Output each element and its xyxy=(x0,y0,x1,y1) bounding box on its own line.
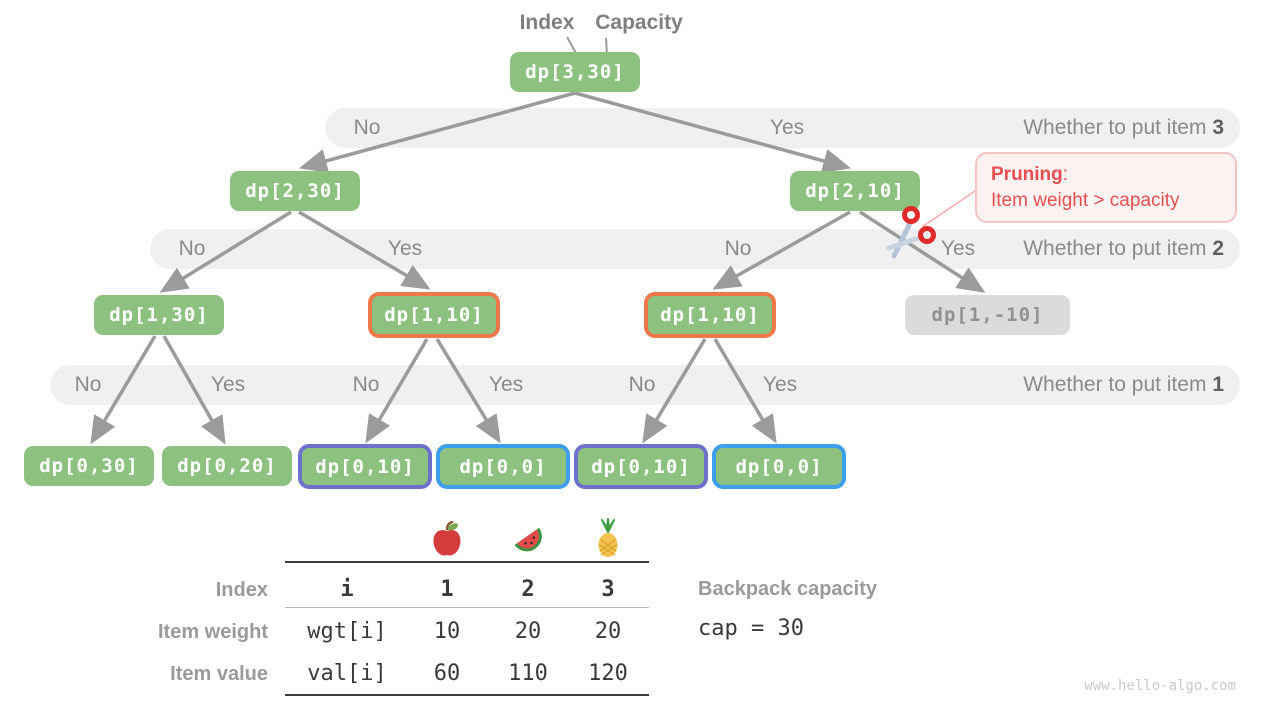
row-header-value: Item value xyxy=(170,663,268,685)
node-dp-1-10-left: dp[1,10] xyxy=(368,292,500,338)
decision-label: No xyxy=(628,373,656,396)
watermelon-icon xyxy=(510,523,546,562)
pruning-text: Item weight > capacity xyxy=(991,190,1180,211)
decision-label: Yes xyxy=(769,116,805,139)
node-dp-0-10-right: dp[0,10] xyxy=(574,444,708,489)
decision-label: Yes xyxy=(488,373,524,396)
table-cell: 10 xyxy=(433,619,461,644)
node-dp-0-20: dp[0,20] xyxy=(162,446,292,486)
table-cell: 3 xyxy=(601,577,615,602)
node-dp-1-neg10-pruned: dp[1,-10] xyxy=(905,295,1070,335)
table-cell: val[i] xyxy=(307,661,387,686)
decision-label: No xyxy=(724,237,752,260)
decision-label: Yes xyxy=(762,373,798,396)
decision-label: Yes xyxy=(940,237,976,260)
index-label: Index xyxy=(519,11,575,34)
node-dp-3-30: dp[3,30] xyxy=(510,52,640,92)
decision-label: No xyxy=(353,116,381,139)
table-cell: i xyxy=(340,577,354,602)
table-cell: 20 xyxy=(514,619,542,644)
node-dp-1-10-right: dp[1,10] xyxy=(644,292,776,338)
pruning-callout: Pruning: Item weight > capacity xyxy=(975,152,1237,223)
capacity-label: Capacity xyxy=(595,11,683,34)
decision-label: Yes xyxy=(387,237,423,260)
pineapple-icon xyxy=(591,518,625,563)
table-cell: 2 xyxy=(521,577,535,602)
table-cell: 20 xyxy=(594,619,622,644)
band-question: Whether to put item 3 xyxy=(1023,116,1224,139)
node-dp-0-10-left: dp[0,10] xyxy=(298,444,432,489)
table-rule-top xyxy=(285,561,649,563)
pruning-title: Pruning: xyxy=(991,164,1069,185)
node-dp-1-30: dp[1,30] xyxy=(94,295,224,335)
table-cell: wgt[i] xyxy=(307,619,387,644)
decision-label: No xyxy=(74,373,102,396)
apple-icon xyxy=(430,520,464,562)
table-cell: 110 xyxy=(508,661,548,686)
table-rule-bottom xyxy=(285,694,649,696)
node-dp-0-0-right: dp[0,0] xyxy=(712,444,846,489)
table-cell: 60 xyxy=(433,661,461,686)
band-question: Whether to put item 1 xyxy=(1023,373,1224,396)
decision-label: No xyxy=(178,237,206,260)
scissors-icon xyxy=(884,206,936,267)
backpack-capacity-label: Backpack capacity xyxy=(698,578,878,600)
node-dp-2-30: dp[2,30] xyxy=(230,171,360,211)
watermark: www.hello-algo.com xyxy=(1084,678,1236,694)
row-header-index: Index xyxy=(215,579,268,601)
decision-band-item-2: No Yes No Yes Whether to put item 2 xyxy=(150,229,1240,269)
node-dp-0-30: dp[0,30] xyxy=(24,446,154,486)
node-dp-2-10: dp[2,10] xyxy=(790,171,920,211)
table-rule-mid xyxy=(285,607,649,608)
decision-band-item-1: No Yes No Yes No Yes Whether to put item… xyxy=(50,365,1240,405)
row-header-weight: Item weight xyxy=(157,621,268,643)
band-question: Whether to put item 2 xyxy=(1023,237,1224,260)
decision-label: Yes xyxy=(210,373,246,396)
decision-band-item-3: No Yes Whether to put item 3 xyxy=(325,108,1240,148)
decision-label: No xyxy=(352,373,380,396)
table-cell: 120 xyxy=(588,661,628,686)
backpack-capacity-value: cap = 30 xyxy=(698,616,804,641)
node-dp-0-0-left: dp[0,0] xyxy=(436,444,570,489)
table-cell: 1 xyxy=(440,577,454,602)
